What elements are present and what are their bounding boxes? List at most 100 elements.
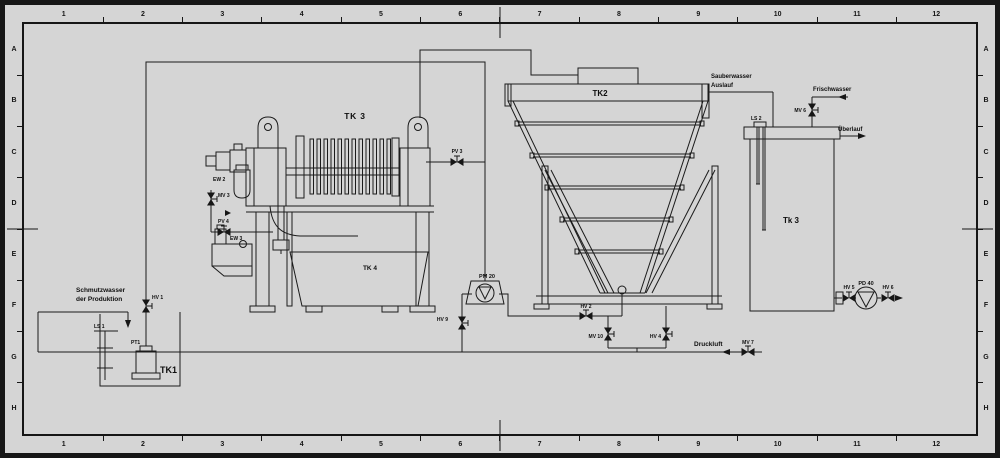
grid-col-label: 10 — [738, 5, 819, 23]
label-schmutzwasser: Schmutzwasser — [76, 287, 126, 294]
grid-col-label: 7 — [500, 435, 581, 453]
tk2-support-frame — [533, 165, 723, 310]
label-tk2: TK2 — [592, 89, 608, 98]
valve-pv4-icon — [217, 225, 231, 237]
label-ueberlauf: Überlauf — [838, 126, 863, 133]
frischwasser-arrow-icon — [837, 93, 847, 101]
center-marks — [7, 7, 993, 451]
label-hv4: HV 4 — [650, 334, 661, 340]
label-ew3: EW 3 — [230, 236, 242, 242]
grid-col-label: 8 — [579, 5, 660, 23]
grid-col-label: 3 — [183, 435, 263, 453]
grid-row-label: B — [5, 75, 23, 128]
valve-hv6-icon — [881, 291, 895, 303]
label-mv3: MV 3 — [218, 193, 230, 199]
grid-row-label: A — [5, 24, 23, 77]
tray-tk4 — [289, 251, 429, 313]
label-frischwasser: Frischwasser — [813, 87, 852, 93]
grid-col-label: 1 — [24, 435, 105, 453]
tank-tk2 — [504, 67, 723, 310]
grid-col-label: 11 — [817, 435, 898, 453]
grid-col-label: 10 — [738, 435, 819, 453]
label-hv9: HV 9 — [437, 317, 448, 323]
valve-hv2-icon — [579, 309, 593, 321]
level-switch-ls2-icon — [753, 121, 767, 128]
label-hv5: HV 5 — [843, 285, 854, 291]
grid-row-label: E — [977, 229, 995, 282]
tank-tk1 — [94, 312, 181, 387]
label-tk4: TK 4 — [363, 265, 377, 272]
flow-arrow-down-icon — [124, 319, 132, 329]
grid-row-label: G — [5, 332, 23, 384]
grid-row-label: A — [977, 24, 995, 77]
grid-row-label: C — [977, 127, 995, 179]
grid-col-label: 1 — [24, 5, 105, 23]
label-pt1: PT1 — [131, 340, 140, 346]
label-tk3-press: TK 3 — [344, 111, 366, 121]
label-pm20: PM 20 — [479, 274, 495, 280]
dosing-unit-ew3-icon — [211, 224, 253, 277]
grid-col-label: 12 — [932, 10, 941, 18]
label-hv6: HV 6 — [882, 285, 893, 291]
grid-col-label: 3 — [183, 5, 263, 23]
label-hv1: HV 1 — [152, 295, 163, 301]
valve-mv3-icon — [206, 192, 218, 206]
label-schmutzwasser-2: der Produktion — [76, 296, 122, 303]
grid-col-label: 9 — [659, 5, 739, 23]
grid-row-label: G — [977, 332, 995, 384]
label-ew2: EW 2 — [213, 177, 225, 183]
grid-col-label: 8 — [579, 435, 660, 453]
label-mv7: MV 7 — [742, 340, 754, 346]
valve-hv5-icon — [842, 291, 856, 303]
valve-hv9-icon — [457, 316, 469, 330]
grid-col-label: 5 — [341, 5, 422, 23]
grid-col-label: 2 — [103, 5, 184, 23]
valve-hv4-icon — [661, 327, 673, 341]
flow-direction-icon — [225, 210, 231, 216]
grid-row-label: B — [977, 75, 995, 128]
grid-col-label: 7 — [500, 5, 581, 23]
label-ls2: LS 2 — [751, 116, 762, 122]
grid-row-label: F — [977, 280, 995, 333]
label-druckluft: Druckluft — [694, 341, 723, 348]
label-mv10: MV 10 — [589, 334, 604, 340]
pd40-outlet-arrow-icon — [894, 294, 904, 302]
filter-plates — [309, 137, 400, 197]
label-tk1: TK1 — [160, 365, 177, 375]
grid-col-label: 4 — [262, 435, 343, 453]
pump-pt1-icon — [131, 345, 161, 380]
dosing-unit-ew2-icon — [233, 164, 251, 199]
grid-col-label: 5 — [341, 435, 422, 453]
grid-col-label: 12 — [932, 440, 941, 448]
labels-layer: Schmutzwasser der Produktion Sauberwasse… — [76, 74, 894, 375]
pump-pd40-icon — [835, 286, 878, 310]
grid-row-label: E — [5, 229, 23, 282]
grid-col-label: 11 — [817, 5, 898, 23]
label-ls1: LS 1 — [94, 324, 105, 330]
tk2-stiffener-bands — [514, 120, 705, 255]
grid-col-label: 9 — [659, 435, 739, 453]
valve-mv7-icon — [741, 345, 755, 357]
grid-row-label: F — [5, 280, 23, 333]
pipe-network — [37, 49, 899, 353]
grid-col-label: 2 — [103, 435, 184, 453]
filter-press-tk3 — [205, 116, 436, 313]
valve-pv3-icon — [450, 155, 464, 167]
label-mv6: MV 6 — [794, 108, 806, 114]
label-sauberwasser: Sauberwasser — [711, 74, 752, 80]
label-pv3: PV 3 — [452, 149, 463, 155]
drain-hose — [269, 205, 358, 237]
valve-hv1-icon — [141, 299, 153, 313]
label-sauberwasser-2: Auslauf — [711, 83, 734, 89]
pump-pm20-icon — [465, 280, 505, 305]
grid-col-label: 4 — [262, 5, 343, 23]
label-pd40: PD 40 — [858, 281, 873, 287]
label-tk3-tank: Tk 3 — [783, 216, 800, 225]
grid-row-label: H — [11, 404, 17, 412]
label-hv2: HV 2 — [580, 304, 591, 310]
valve-mv6-icon — [807, 103, 819, 117]
